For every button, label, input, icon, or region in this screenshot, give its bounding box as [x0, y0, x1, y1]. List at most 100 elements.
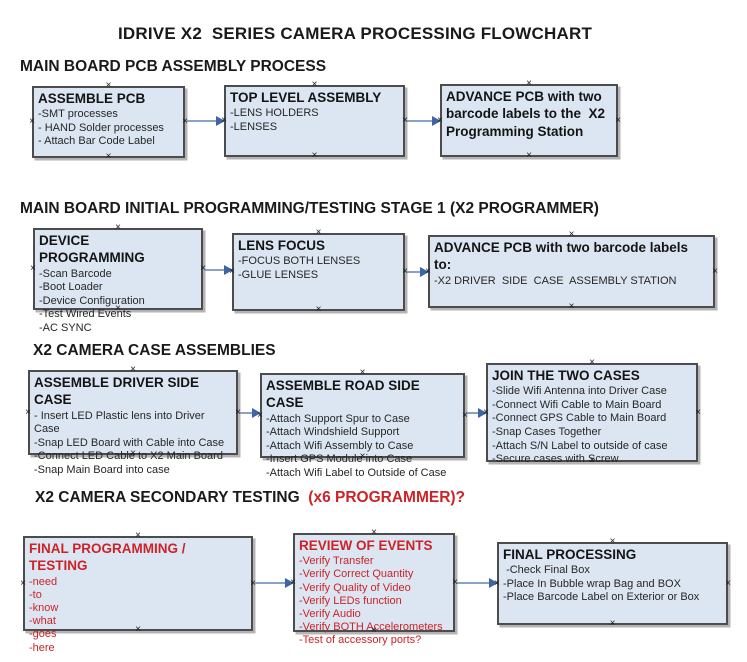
- connector-handle-icon[interactable]: ×: [695, 406, 701, 418]
- box-item: -Slide Wifi Antenna into Driver Case: [492, 385, 667, 398]
- connector-handle-icon[interactable]: ×: [568, 229, 575, 240]
- connector-handle-icon[interactable]: ×: [229, 266, 235, 277]
- box-item: -goes: [29, 628, 57, 641]
- connector-handle-icon[interactable]: ×: [25, 406, 31, 418]
- connector-handle-icon[interactable]: ×: [526, 150, 532, 161]
- box-item: -Attach S/N Label to outside of case: [492, 439, 668, 452]
- box-item: -Verify LEDs function: [299, 594, 402, 607]
- box-item: -Test of accessory ports?: [299, 634, 422, 647]
- box-item: -GLUE LENSES: [238, 268, 319, 281]
- connector-handle-icon[interactable]: ×: [568, 301, 575, 312]
- box-item: -Place Barcode Label on Exterior or Box: [503, 591, 700, 604]
- box-item: -what: [29, 615, 56, 628]
- section-heading-red-text: (x6 PROGRAMMER)?: [308, 489, 466, 506]
- box-item: -know: [29, 601, 59, 614]
- connector-handle-icon[interactable]: ×: [359, 367, 366, 378]
- connector-handle-icon[interactable]: ×: [494, 577, 500, 589]
- box-items: -X2 DRIVER SIDE CASE ASSEMBLY STATION: [434, 275, 709, 289]
- connector-handle-icon[interactable]: ×: [257, 409, 263, 421]
- flow-box-assemble-pcb[interactable]: ASSEMBLE PCB -SMT processes- HAND Solder…: [29, 80, 188, 162]
- flow-box-advance-pcb-programming-station[interactable]: ADVANCE PCB with two barcode labels to t…: [437, 78, 621, 161]
- box-item: -Connect GPS Cable to Main Board: [492, 412, 667, 425]
- connector-handle-icon[interactable]: ×: [402, 266, 408, 277]
- box-item: -to: [29, 588, 42, 601]
- flow-arrow: [254, 578, 294, 588]
- box-items: -Check Final Box-Place In Bubble wrap Ba…: [503, 564, 722, 605]
- connector-handle-icon[interactable]: ×: [115, 222, 121, 233]
- connector-handle-icon[interactable]: ×: [483, 406, 489, 418]
- flow-box-lens-focus[interactable]: LENS FOCUS -FOCUS BOTH LENSES-GLUE LENSE…: [229, 227, 408, 315]
- connector-handle-icon[interactable]: ×: [30, 263, 36, 274]
- connector-handle-icon[interactable]: ×: [371, 625, 377, 636]
- connector-handle-icon[interactable]: ×: [452, 576, 458, 588]
- box-item: -AC SYNC: [39, 321, 92, 334]
- connector-handle-icon[interactable]: ×: [290, 576, 296, 588]
- flow-box-device-programming[interactable]: DEVICE PROGRAMMING -Scan Barcode-Boot Lo…: [30, 222, 206, 334]
- connector-handle-icon[interactable]: ×: [130, 448, 136, 459]
- flow-box-final-processing[interactable]: FINAL PROCESSING -Check Final Box-Place …: [494, 536, 731, 629]
- flow-box-review-of-events[interactable]: REVIEW OF EVENTS -Verify Transfer-Verify…: [290, 527, 458, 647]
- box-item: -Attach Support Spur to Case: [266, 412, 410, 425]
- connector-handle-icon[interactable]: ×: [589, 455, 595, 466]
- flow-arrow: [456, 578, 498, 588]
- connector-handle-icon[interactable]: ×: [130, 364, 136, 375]
- flow-box-top-level-assembly[interactable]: TOP LEVEL ASSEMBLY -LENS HOLDERS-LENSES …: [221, 79, 408, 161]
- connector-handle-icon[interactable]: ×: [182, 116, 188, 127]
- box-item: -FOCUS BOTH LENSES: [238, 255, 361, 268]
- connector-handle-icon[interactable]: ×: [526, 78, 532, 89]
- connector-handle-icon[interactable]: ×: [311, 150, 318, 161]
- box-item: -here: [29, 641, 55, 654]
- box-item: -Connect LED Cable to X2 Main Board: [34, 450, 223, 463]
- flow-box-advance-pcb-case-assembly[interactable]: ADVANCE PCB with two barcode labels to: …: [425, 229, 718, 312]
- connector-handle-icon[interactable]: ×: [402, 115, 408, 126]
- connector-handle-icon[interactable]: ×: [135, 530, 141, 541]
- connector-handle-icon[interactable]: ×: [437, 114, 443, 126]
- connector-handle-icon[interactable]: ×: [29, 116, 35, 127]
- flow-arrow: [406, 267, 429, 277]
- flow-box-assemble-road-side-case[interactable]: ASSEMBLE ROAD SIDE CASE -Attach Support …: [257, 367, 468, 479]
- box-items: -SMT processes- HAND Solder processes- A…: [38, 108, 179, 149]
- box-item: -Place In Bubble wrap Bag and BOX: [503, 577, 681, 590]
- box-title: ADVANCE PCB with two barcode labels to:: [434, 240, 692, 273]
- box-item: -need: [29, 575, 58, 588]
- flow-box-join-the-two-cases[interactable]: JOIN THE TWO CASES -Slide Wifi Antenna i…: [483, 357, 701, 466]
- box-item: -Secure cases with Screw: [492, 453, 619, 466]
- connector-handle-icon[interactable]: ×: [135, 624, 141, 635]
- connector-handle-icon[interactable]: ×: [615, 114, 621, 126]
- box-item: -Verify Transfer: [299, 555, 374, 568]
- section-heading-case-assemblies: X2 CAMERA CASE ASSEMBLIES: [33, 342, 276, 360]
- connector-handle-icon[interactable]: ×: [200, 263, 206, 274]
- connector-handle-icon[interactable]: ×: [315, 227, 322, 238]
- connector-handle-icon[interactable]: ×: [20, 577, 26, 589]
- connector-handle-icon[interactable]: ×: [609, 618, 616, 629]
- connector-handle-icon[interactable]: ×: [712, 265, 718, 277]
- box-items: -Slide Wifi Antenna into Driver Case-Con…: [492, 385, 692, 467]
- connector-handle-icon[interactable]: ×: [425, 265, 431, 277]
- connector-handle-icon[interactable]: ×: [589, 357, 595, 368]
- connector-handle-icon[interactable]: ×: [359, 451, 366, 462]
- box-item: -LENS HOLDERS: [230, 107, 319, 120]
- connector-handle-icon[interactable]: ×: [221, 115, 227, 126]
- connector-handle-icon[interactable]: ×: [235, 406, 241, 418]
- connector-handle-icon[interactable]: ×: [115, 303, 121, 314]
- connector-handle-icon[interactable]: ×: [250, 577, 256, 589]
- box-items: -Verify Transfer-Verify Correct Quantity…: [299, 555, 449, 647]
- connector-handle-icon[interactable]: ×: [371, 527, 377, 538]
- connector-handle-icon[interactable]: ×: [105, 151, 112, 162]
- box-item: -Attach Wifi Assembly to Case: [266, 439, 414, 452]
- box-title: FINAL PROCESSING: [503, 547, 637, 562]
- box-item: -SMT processes: [38, 108, 118, 121]
- box-title: JOIN THE TWO CASES: [492, 368, 640, 383]
- connector-handle-icon[interactable]: ×: [315, 304, 322, 315]
- flow-arrow: [406, 116, 441, 126]
- flow-box-assemble-driver-side-case[interactable]: ASSEMBLE DRIVER SIDE CASE - Insert LED P…: [25, 364, 241, 476]
- box-item: -Connect Wifi Cable to Main Board: [492, 398, 662, 411]
- box-item: -Snap Main Board into case: [34, 463, 170, 476]
- connector-handle-icon[interactable]: ×: [462, 409, 468, 421]
- connector-handle-icon[interactable]: ×: [609, 536, 616, 547]
- flow-box-final-programming-testing[interactable]: FINAL PROGRAMMING / TESTING -need-to-kno…: [20, 530, 256, 654]
- connector-handle-icon[interactable]: ×: [105, 80, 112, 91]
- connector-handle-icon[interactable]: ×: [311, 79, 318, 90]
- connector-handle-icon[interactable]: ×: [725, 577, 731, 589]
- box-title: ADVANCE PCB with two barcode labels to t…: [446, 89, 609, 139]
